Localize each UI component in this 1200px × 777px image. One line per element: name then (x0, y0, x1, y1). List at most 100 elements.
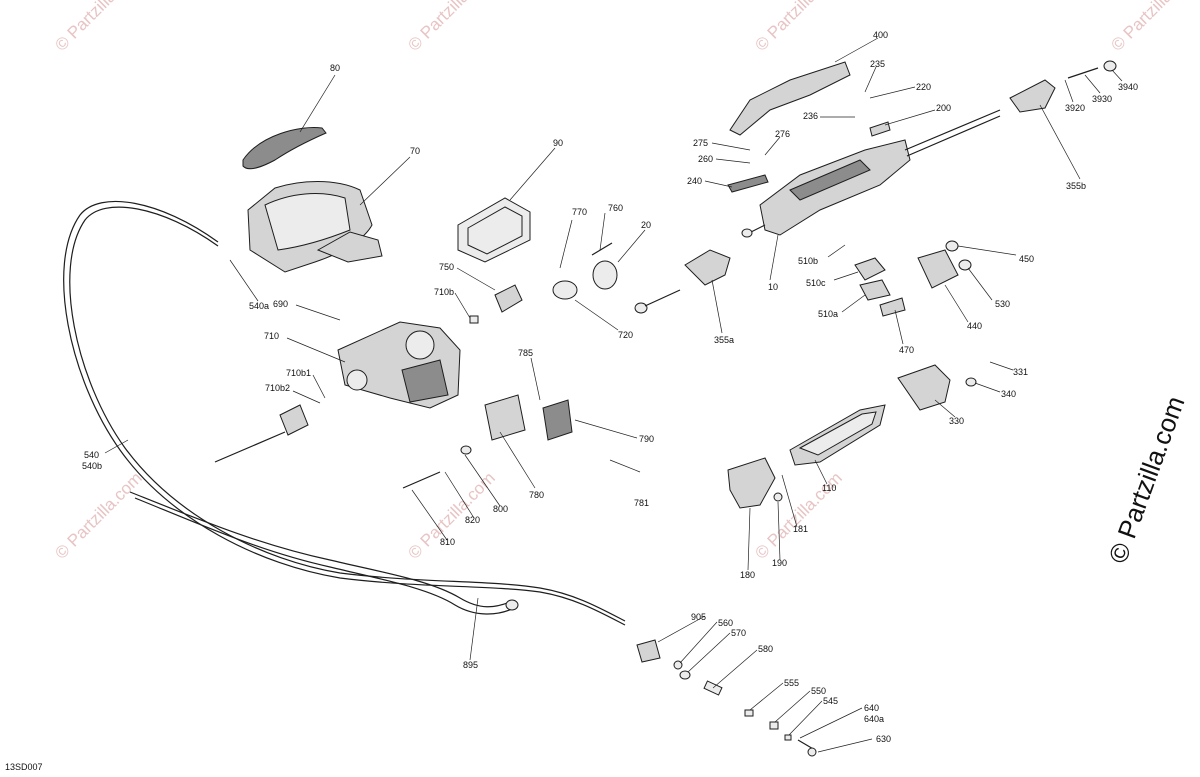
label-260: 260 (698, 154, 713, 164)
part-labels: 80 70 90 770 760 20 750 710b 690 710 710… (82, 30, 1138, 744)
label-580: 580 (758, 644, 773, 654)
clamp-510a-icon (859, 279, 891, 301)
label-90: 90 (553, 138, 563, 148)
housing-710-icon (337, 321, 461, 409)
label-720: 720 (618, 330, 633, 340)
ring-720-icon (552, 280, 578, 300)
switch-440-icon (917, 249, 959, 289)
label-570: 570 (731, 628, 746, 638)
label-20: 20 (641, 220, 651, 230)
screw-340-icon (965, 377, 977, 387)
label-710b1: 710b1 (286, 368, 311, 378)
label-181: 181 (793, 524, 808, 534)
watermark-text: © Partzilla.com (51, 468, 145, 562)
label-190: 190 (772, 558, 787, 568)
label-400: 400 (873, 30, 888, 40)
cable-540 (63, 200, 626, 626)
label-760: 760 (608, 203, 623, 213)
label-235: 235 (870, 59, 885, 69)
knob-800-icon (460, 445, 472, 455)
label-331: 331 (1013, 367, 1028, 377)
watermark-text: © Partzilla.com (751, 0, 845, 55)
cable-895 (129, 491, 519, 615)
steering-column-10-icon (741, 109, 1001, 238)
knob-450-icon (945, 240, 959, 252)
copyright-text: © Partzilla.com (1102, 392, 1190, 567)
grip-355a-icon (684, 249, 731, 286)
fitting-545-icon (784, 734, 792, 741)
module-780-icon (484, 394, 526, 441)
label-710b2: 710b2 (265, 383, 290, 393)
label-785: 785 (518, 348, 533, 358)
label-895: 895 (463, 660, 478, 670)
label-510c: 510c (806, 278, 826, 288)
label-555: 555 (784, 678, 799, 688)
label-690: 690 (273, 299, 288, 309)
lever-240-icon (727, 174, 769, 193)
watermark-text: © Partzilla.com (404, 0, 498, 55)
diagram-code: 13SD007 (5, 762, 43, 772)
sleeve-icon (279, 404, 309, 436)
label-540: 540 (84, 450, 99, 460)
label-545: 545 (823, 696, 838, 706)
label-780: 780 (529, 490, 544, 500)
label-510b: 510b (798, 256, 818, 266)
switch-790-icon (542, 399, 573, 441)
label-240: 240 (687, 176, 702, 186)
leader-lines (104, 37, 1123, 753)
nut-icon (469, 315, 479, 324)
label-276: 276 (775, 129, 790, 139)
components-mid (214, 242, 681, 463)
label-550: 550 (811, 686, 826, 696)
bracket-470-icon (879, 297, 906, 317)
fittings-lower (636, 639, 817, 757)
label-275: 275 (693, 138, 708, 148)
housing-70-icon (247, 181, 383, 273)
cover-110-icon (789, 404, 886, 466)
nut-570-icon (679, 670, 691, 680)
label-750: 750 (439, 262, 454, 272)
housing-180-icon (727, 457, 776, 509)
label-540b: 540b (82, 461, 102, 471)
label-355a: 355a (714, 335, 734, 345)
label-710: 710 (264, 331, 279, 341)
label-3920: 3920 (1065, 103, 1085, 113)
label-180: 180 (740, 570, 755, 580)
label-810: 810 (440, 537, 455, 547)
label-530: 530 (995, 299, 1010, 309)
label-640a: 640a (864, 714, 884, 724)
label-510a: 510a (818, 309, 838, 319)
end-630-icon (807, 747, 817, 757)
watermark-text: © Partzilla.com (51, 0, 145, 55)
watermark-text: © Partzilla.com (1107, 0, 1200, 55)
label-80: 80 (330, 63, 340, 73)
clamp-510c-icon (854, 257, 886, 281)
fitting-550-icon (769, 721, 779, 730)
connector-750-icon (494, 284, 523, 313)
label-820: 820 (465, 515, 480, 525)
label-770: 770 (572, 207, 587, 217)
label-781: 781 (634, 498, 649, 508)
label-470: 470 (899, 345, 914, 355)
cable-end-icon (505, 599, 519, 611)
label-800: 800 (493, 504, 508, 514)
label-540a: 540a (249, 301, 269, 311)
label-630: 630 (876, 734, 891, 744)
fitting-555-icon (744, 709, 754, 717)
label-450: 450 (1019, 254, 1034, 264)
label-355b: 355b (1066, 181, 1086, 191)
label-560: 560 (718, 618, 733, 628)
label-3930: 3930 (1092, 94, 1112, 104)
label-220: 220 (916, 82, 931, 92)
cover-400-icon (729, 61, 851, 136)
bolt-head-icon (634, 302, 648, 314)
nut-530-icon (958, 259, 972, 271)
label-10: 10 (768, 282, 778, 292)
grip-355b-icon (1009, 79, 1056, 113)
label-70: 70 (410, 146, 420, 156)
clip-200-icon (869, 121, 891, 137)
label-330: 330 (949, 416, 964, 426)
label-905: 905 (691, 612, 706, 622)
